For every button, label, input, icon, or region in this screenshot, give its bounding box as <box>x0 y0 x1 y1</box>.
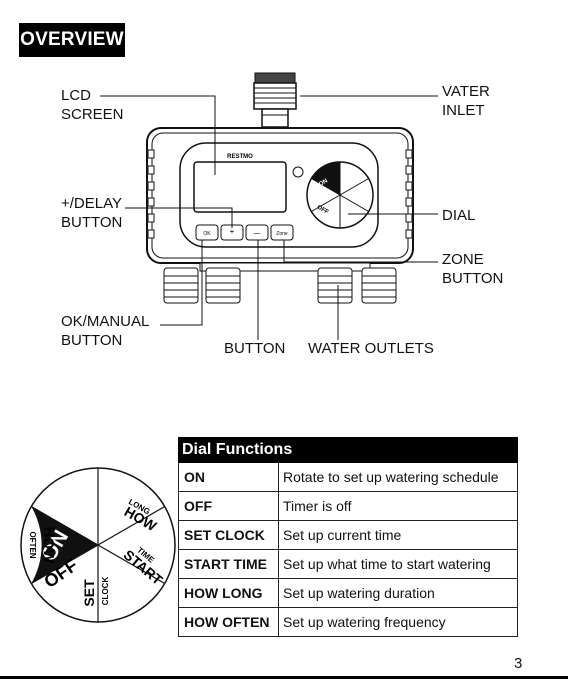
dial-label-set-clock: SET <box>81 579 97 607</box>
table-rows: ON Rotate to set up watering schedule OF… <box>179 463 517 636</box>
outlet-2 <box>205 267 241 304</box>
svg-text:OFF: OFF <box>316 205 330 216</box>
dial-graphic: ON HOW OFTEN HOW LONG START TIME SET CLO… <box>20 467 176 623</box>
bottom-rule <box>0 676 568 679</box>
outlet-1 <box>163 267 199 304</box>
dial-functions-table: Dial Functions ON Rotate to set up water… <box>178 437 518 637</box>
lcd-screen: RESTMO <box>193 154 287 213</box>
callout-dial: DIAL <box>442 207 476 224</box>
outlet-4 <box>361 267 397 304</box>
function-cell: ON <box>179 463 279 491</box>
page-number: 3 <box>514 655 523 672</box>
dial-sub-how-often: OFTEN <box>28 531 37 558</box>
svg-text:ON: ON <box>318 178 329 188</box>
plus-button-label: + <box>230 227 235 236</box>
table-title: Dial Functions <box>178 437 518 463</box>
description-cell: Set up watering frequency <box>283 614 446 630</box>
callout-ok-manual-button: OK/MANUAL BUTTON <box>61 313 150 349</box>
table-row: OFF Timer is off <box>179 491 517 520</box>
section-title: OVERVIEW <box>19 23 125 57</box>
water-outlets <box>163 262 397 304</box>
drop-icon <box>292 166 304 178</box>
minus-button-label: — <box>254 230 261 237</box>
function-cell: HOW LONG <box>179 579 279 607</box>
callout-button: BUTTON <box>224 340 286 357</box>
zone-button-label: Zone <box>276 231 288 237</box>
brand-logo: RESTMO <box>227 154 253 160</box>
callout-water-inlet: VATER INLET <box>442 83 490 119</box>
description-cell: Timer is off <box>283 498 352 514</box>
description-cell: Rotate to set up watering schedule <box>283 469 499 485</box>
callout-zone-button: ZONE BUTTON <box>442 251 504 287</box>
table-row: ON Rotate to set up watering schedule <box>179 463 517 491</box>
function-cell: START TIME <box>179 550 279 578</box>
table-row: HOW OFTEN Set up watering frequency <box>179 607 517 636</box>
leader-lines <box>100 95 438 340</box>
device-dial: ON OFF <box>306 161 374 229</box>
description-cell: Set up current time <box>283 527 402 543</box>
callout-lcd-screen: LCD SCREEN <box>61 87 124 123</box>
water-inlet-coupling <box>253 72 297 128</box>
table-row: HOW LONG Set up watering duration <box>179 578 517 607</box>
function-cell: HOW OFTEN <box>179 608 279 636</box>
callout-delay-button: +/DELAY BUTTON <box>61 195 123 231</box>
ok-button-label: OK <box>203 231 211 237</box>
dial-on-segment <box>31 506 98 584</box>
device-buttons: OK + — Zone <box>195 224 294 241</box>
outlet-3 <box>317 267 353 304</box>
dial-label-how-often: HOW <box>40 527 57 565</box>
callout-water-outlets: WATER OUTLETS <box>308 340 434 357</box>
table-row: START TIME Set up what time to start wat… <box>179 549 517 578</box>
function-cell: SET CLOCK <box>179 521 279 549</box>
description-cell: Set up what time to start watering <box>283 556 491 572</box>
description-cell: Set up watering duration <box>283 585 435 601</box>
device-diagram: RESTMO OK + — Zone ON OFF <box>100 72 438 340</box>
table-row: SET CLOCK Set up current time <box>179 520 517 549</box>
function-cell: OFF <box>179 492 279 520</box>
dial-sub-set-clock: CLOCK <box>101 577 110 606</box>
